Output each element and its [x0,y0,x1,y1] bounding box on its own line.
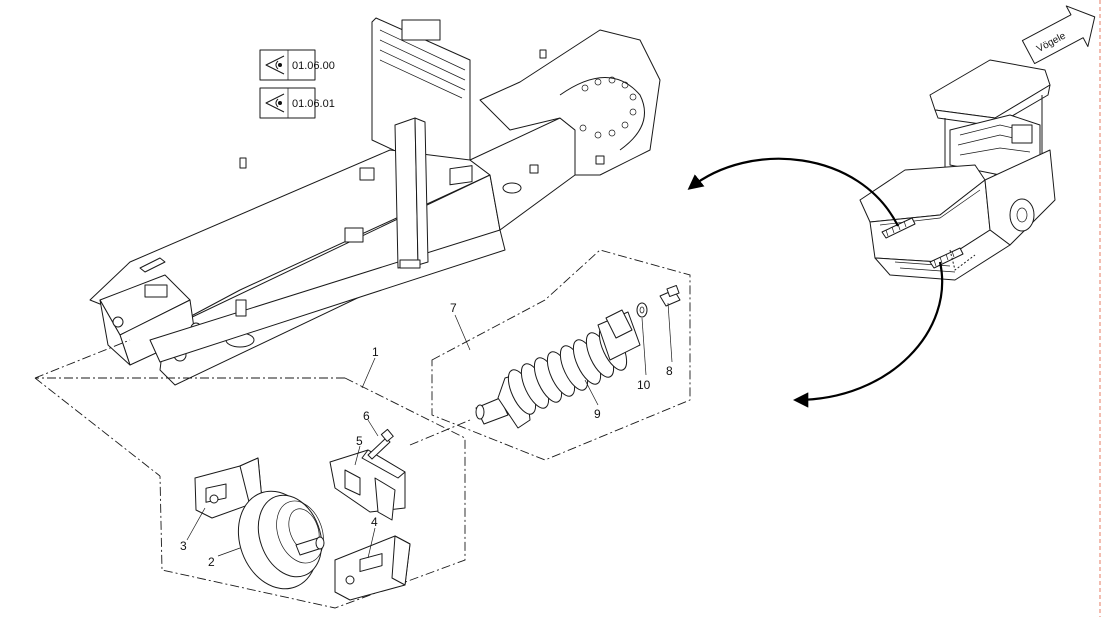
callout-5: 5 [356,434,363,448]
voegele-direction-arrow: Vögele [1021,5,1096,65]
callout-3: 3 [180,539,187,553]
view-reference-box-2[interactable]: 01.06.01 [259,87,335,119]
callout-8: 8 [666,364,673,378]
part-10-washer [636,302,648,318]
part-4-bracket [334,535,411,601]
curved-arrow-lower [792,261,944,408]
callouts: 1 2 3 4 5 6 7 8 9 10 [180,301,673,569]
callout-9: 9 [594,407,601,421]
callout-10: 10 [637,378,651,392]
assembly-boundary-7 [431,249,691,461]
track-frame [89,17,661,386]
view-reference-label: 01.06.01 [292,98,335,110]
part-6-bolt [367,428,394,460]
view-reference-box-1[interactable]: 01.06.00 [259,49,335,81]
callout-2: 2 [208,555,215,569]
callout-6: 6 [363,409,370,423]
part-5-slide-block [329,449,406,521]
mount-leader [34,339,131,379]
highlight-idler-right [929,247,964,269]
highlight-idler-left [881,217,916,239]
part-8-grease-nipple [659,285,681,307]
callout-4: 4 [371,515,378,529]
part-2-idler-wheel [237,490,325,590]
eye-view-icon [265,55,285,75]
connection-leader [409,419,471,446]
part-9-tension-spring [475,309,641,429]
paver-overview [859,59,1056,281]
callout-7: 7 [450,301,457,315]
callout-leaders [186,302,673,559]
eye-view-icon [265,93,285,113]
curved-arrow-upper [687,157,899,227]
view-reference-label: 01.06.00 [292,60,335,72]
part-3-bracket [194,457,263,519]
callout-1: 1 [372,345,379,359]
